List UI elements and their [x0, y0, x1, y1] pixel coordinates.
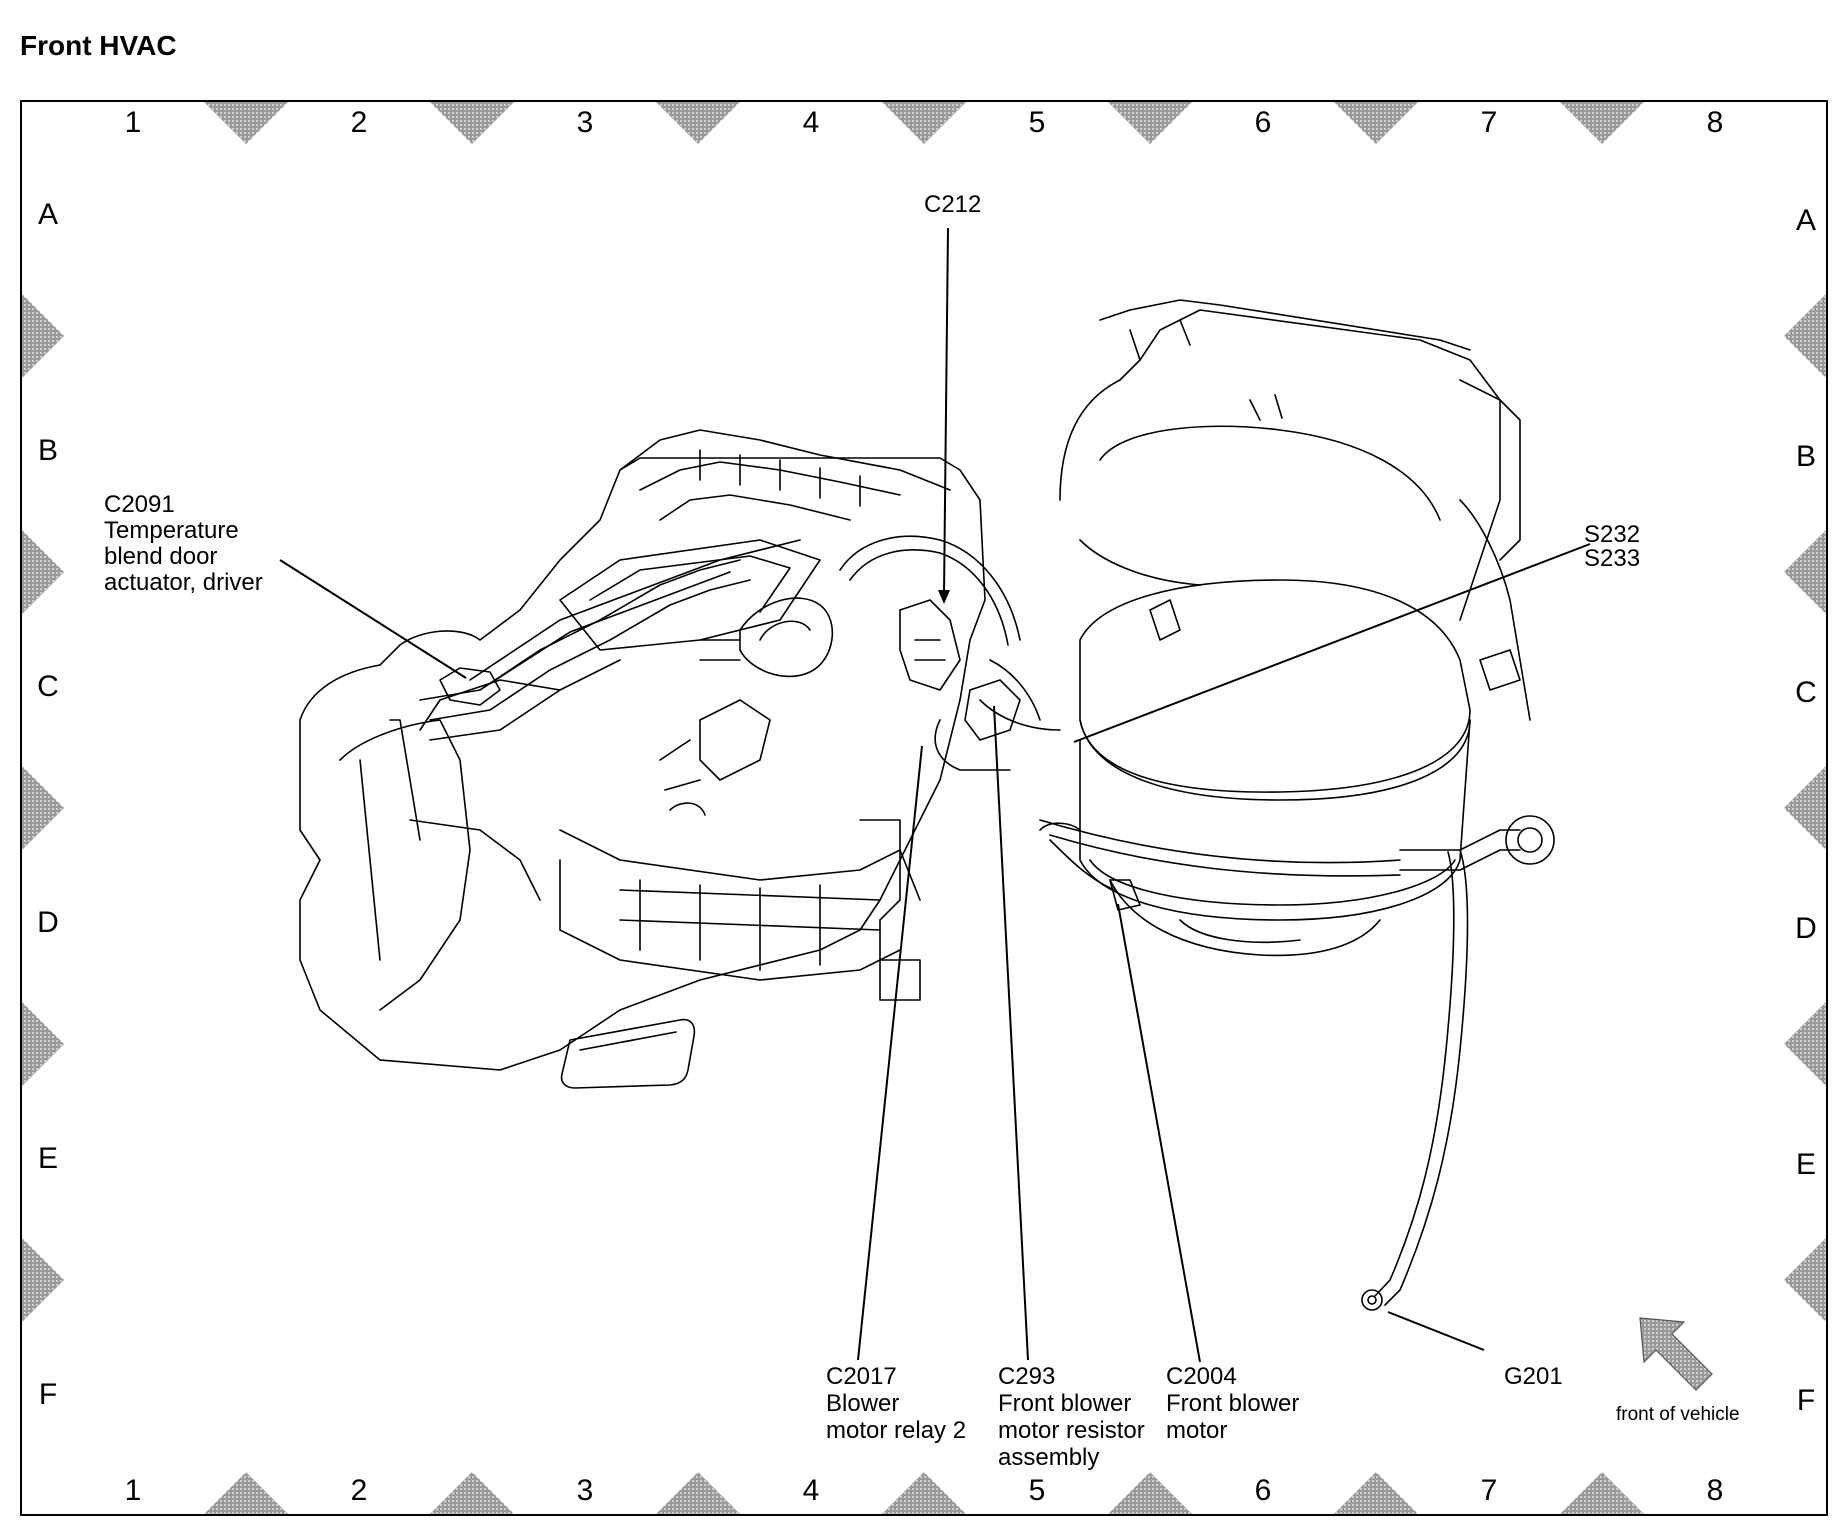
grid-row-label-left: B: [38, 434, 58, 467]
callout-c2091-id: C2091: [104, 491, 175, 518]
leader-s232-s233: [1073, 543, 1591, 743]
leader-g201: [1387, 1311, 1485, 1351]
front-of-vehicle-label: front of vehicle: [1616, 1404, 1740, 1425]
callout-c2017-line3: motor relay 2: [826, 1417, 966, 1444]
front-of-vehicle-indicator: front of vehicle: [1616, 1317, 1740, 1425]
callout-g201: G201: [1504, 1363, 1563, 1390]
grid-column-label-bottom: 6: [1255, 1474, 1272, 1507]
callout-c2004: C2004 Front blower motor: [1166, 1363, 1306, 1444]
callout-s232-s233: S232 S233: [1584, 521, 1647, 572]
grid-marker-top: [1108, 102, 1192, 144]
grid-markers: [22, 102, 1826, 1514]
grid-column-label-top: 8: [1707, 106, 1724, 139]
grid-marker-top: [1334, 102, 1418, 144]
callout-c2091-line2: Temperature: [104, 517, 239, 544]
grid-marker-top: [656, 102, 740, 144]
grid-marker-bottom: [430, 1472, 514, 1514]
callout-c2004-line3: motor: [1166, 1417, 1227, 1444]
callout-c212: C212: [924, 191, 981, 218]
grid-marker-bottom: [1560, 1472, 1644, 1514]
grid-marker-top: [430, 102, 514, 144]
callout-s233: S233: [1584, 545, 1640, 572]
grid-row-label-right: E: [1796, 1148, 1816, 1181]
grid-marker-bottom: [204, 1472, 288, 1514]
grid-column-label-bottom: 5: [1029, 1474, 1046, 1507]
grid-marker-right: [1784, 1238, 1826, 1322]
callout-c293: C293 Front blower motor resistor assembl…: [998, 1363, 1151, 1471]
callout-c2091: C2091 Temperature blend door actuator, d…: [104, 491, 263, 596]
grid-marker-bottom: [1108, 1472, 1192, 1514]
grid-marker-left: [22, 294, 64, 378]
grid-marker-right: [1784, 1002, 1826, 1086]
grid-column-label-top: 5: [1029, 106, 1046, 139]
grid-row-label-left: C: [37, 670, 59, 703]
grid-marker-top: [1560, 102, 1644, 144]
grid-marker-right: [1784, 294, 1826, 378]
grid-column-label-top: 2: [351, 106, 368, 139]
leader-c212-arrowhead: [938, 590, 950, 604]
callout-c293-line2: Front blower: [998, 1390, 1131, 1417]
grid-column-label-top: 7: [1481, 106, 1498, 139]
grid-column-label-bottom: 2: [351, 1474, 368, 1507]
callout-s232: S232: [1584, 521, 1640, 548]
grid-marker-left: [22, 1002, 64, 1086]
callout-g201-id: G201: [1504, 1363, 1563, 1390]
grid-row-label-left: D: [37, 906, 59, 939]
callout-c2017-id: C2017: [826, 1363, 897, 1390]
callout-c293-id: C293: [998, 1363, 1055, 1390]
grid-marker-bottom: [882, 1472, 966, 1514]
grid-column-label-top: 4: [803, 106, 820, 139]
grid-marker-left: [22, 766, 64, 850]
grid-column-label-top: 6: [1255, 106, 1272, 139]
callout-c2004-line2: Front blower: [1166, 1390, 1299, 1417]
grid-row-label-left: F: [39, 1378, 57, 1411]
leader-c293: [993, 705, 1029, 1361]
grid-column-label-bottom: 8: [1707, 1474, 1724, 1507]
grid-column-label-bottom: 7: [1481, 1474, 1498, 1507]
grid-column-label-top: 1: [125, 106, 142, 139]
callout-c2017: C2017 Blower motor relay 2: [826, 1363, 966, 1444]
leader-c2091: [279, 559, 467, 679]
grid-marker-left: [22, 530, 64, 614]
callout-c2004-id: C2004: [1166, 1363, 1237, 1390]
callout-leader-lines: [279, 227, 1591, 1363]
leader-c2004: [1117, 903, 1201, 1363]
callout-c212-id: C212: [924, 191, 981, 218]
callout-c2017-line2: Blower: [826, 1390, 899, 1417]
leader-c212: [943, 227, 949, 595]
grid-row-label-right: F: [1797, 1384, 1815, 1417]
grid-marker-bottom: [1334, 1472, 1418, 1514]
grid-marker-left: [22, 1238, 64, 1322]
grid-row-label-right: B: [1796, 440, 1816, 473]
arrow-up-left-icon: [1639, 1317, 1713, 1391]
grid-column-label-top: 3: [577, 106, 594, 139]
leader-c2017: [857, 745, 923, 1361]
grid-marker-bottom: [656, 1472, 740, 1514]
grid-column-label-bottom: 1: [125, 1474, 142, 1507]
grid-column-label-bottom: 4: [803, 1474, 820, 1507]
grid-marker-top: [204, 102, 288, 144]
grid-marker-top: [882, 102, 966, 144]
grid-row-label-left: A: [38, 198, 58, 231]
grid-column-label-bottom: 3: [577, 1474, 594, 1507]
callout-c2091-line4: actuator, driver: [104, 569, 263, 596]
grid-row-label-left: E: [38, 1142, 58, 1175]
grid-row-label-right: A: [1796, 204, 1816, 237]
grid-row-label-right: D: [1795, 912, 1817, 945]
grid-marker-right: [1784, 530, 1826, 614]
grid-marker-right: [1784, 766, 1826, 850]
callout-c293-line3: motor resistor: [998, 1417, 1145, 1444]
callout-c2091-line3: blend door: [104, 543, 217, 570]
callout-c293-line4: assembly: [998, 1444, 1099, 1471]
page-title: Front HVAC: [20, 30, 177, 61]
diagram-frame: [20, 100, 1828, 1516]
grid-row-label-right: C: [1795, 676, 1817, 709]
hvac-assembly-drawing: [299, 299, 1555, 1311]
